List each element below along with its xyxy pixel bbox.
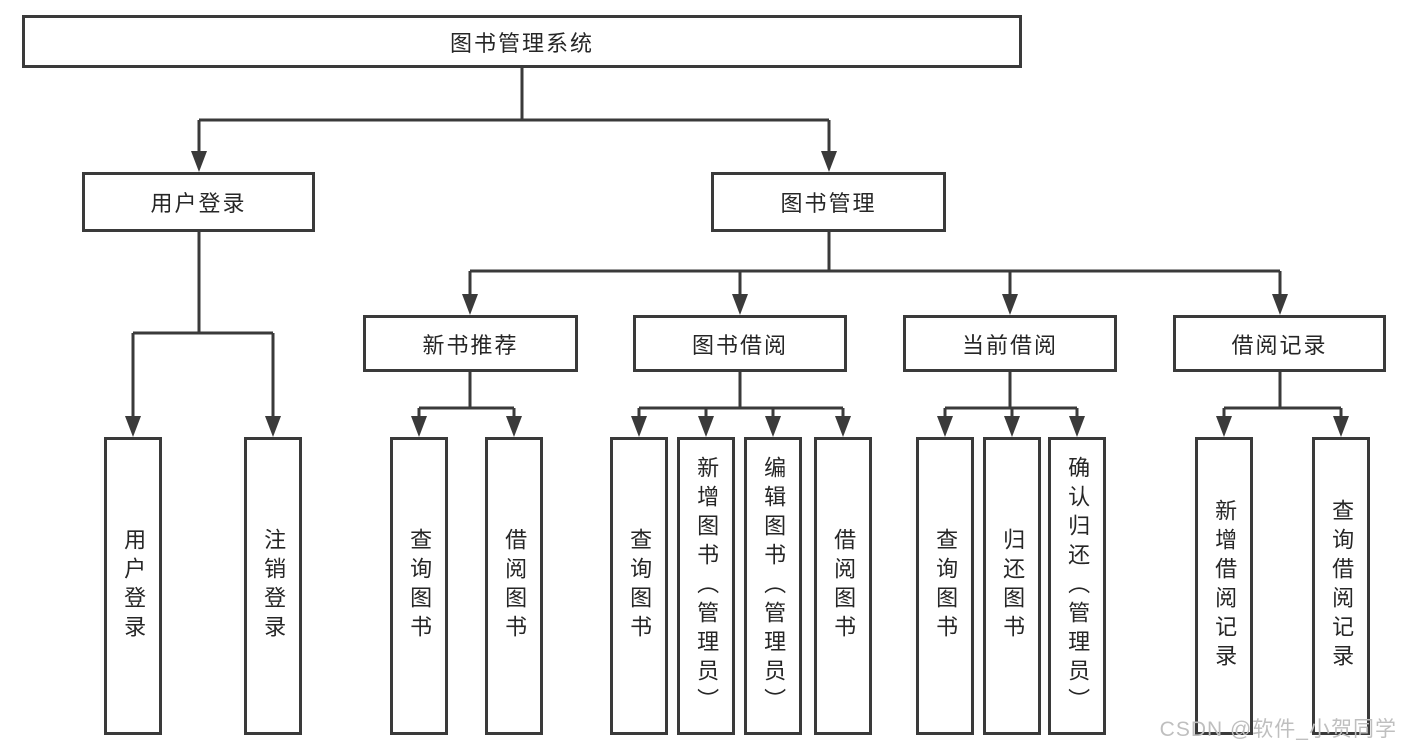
arrowheads-current-leaves [937, 416, 1085, 437]
node-root-system: 图书管理系统 [22, 15, 1022, 68]
leaf-return-books: 归还图书 [983, 437, 1041, 735]
node-root-label: 图书管理系统 [449, 30, 594, 56]
leaf-logout: 注销登录 [244, 437, 302, 735]
leaf-query-books-recommend: 查询图书 [390, 437, 448, 735]
node-borrow-records-label: 借阅记录 [1231, 332, 1328, 358]
leaf-user-login: 用户登录 [104, 437, 162, 735]
connector-bookmgmt-to-level3 [468, 232, 1282, 301]
node-borrow-records: 借阅记录 [1173, 315, 1386, 372]
leaf-return-books-label: 归还图书 [1000, 528, 1026, 644]
arrowheads-level3 [462, 294, 1288, 315]
node-new-book-recommend-label: 新书推荐 [422, 332, 519, 358]
csdn-watermark: CSDN @软件_小贺同学 [1159, 718, 1397, 741]
leaf-query-books-borrow-label: 查询图书 [627, 528, 653, 644]
leaf-edit-books-admin-label: 编辑图书（管理员） [761, 455, 787, 717]
connector-root-to-level2 [197, 68, 831, 158]
leaf-query-books-borrow: 查询图书 [610, 437, 668, 735]
connector-newbooks-to-leaves [417, 372, 516, 424]
node-book-management: 图书管理 [711, 172, 946, 232]
arrowheads-newbooks-leaves [411, 416, 522, 437]
leaf-borrow-books-recommend: 借阅图书 [485, 437, 543, 735]
arrowheads-records-leaves [1216, 416, 1349, 437]
leaf-query-borrow-record-label: 查询借阅记录 [1329, 499, 1355, 673]
node-user-login: 用户登录 [82, 172, 315, 232]
leaf-add-borrow-record-label: 新增借阅记录 [1212, 499, 1238, 673]
node-new-book-recommend: 新书推荐 [363, 315, 578, 372]
leaf-borrow-books-recommend-label: 借阅图书 [502, 528, 528, 644]
leaf-query-books-current-label: 查询图书 [933, 528, 959, 644]
leaf-query-books-recommend-label: 查询图书 [407, 528, 433, 644]
node-user-login-label: 用户登录 [150, 191, 247, 216]
leaf-confirm-return-admin: 确认归还（管理员） [1048, 437, 1106, 735]
leaf-add-borrow-record: 新增借阅记录 [1195, 437, 1253, 735]
leaf-borrow-books: 借阅图书 [814, 437, 872, 735]
node-book-borrow: 图书借阅 [633, 315, 847, 372]
leaf-edit-books-admin: 编辑图书（管理员） [744, 437, 802, 735]
arrowheads-level2 [191, 151, 837, 172]
leaf-add-books-admin: 新增图书（管理员） [677, 437, 735, 735]
node-book-management-label: 图书管理 [780, 191, 877, 216]
leaf-logout-label: 注销登录 [261, 528, 287, 644]
leaf-query-books-current: 查询图书 [916, 437, 974, 735]
connector-borrow-to-leaves [637, 372, 845, 424]
leaf-borrow-books-label: 借阅图书 [831, 528, 857, 644]
arrowheads-userlogin-leaves [125, 416, 281, 437]
node-book-borrow-label: 图书借阅 [691, 332, 788, 358]
connector-records-to-leaves [1222, 372, 1343, 424]
arrowheads-borrow-leaves [631, 416, 851, 437]
node-current-borrow-label: 当前借阅 [961, 332, 1058, 358]
leaf-add-books-admin-label: 新增图书（管理员） [694, 455, 720, 717]
connector-userlogin-to-leaves [131, 232, 275, 423]
leaf-confirm-return-admin-label: 确认归还（管理员） [1065, 455, 1091, 717]
leaf-query-borrow-record: 查询借阅记录 [1312, 437, 1370, 735]
leaf-user-login-label: 用户登录 [121, 528, 147, 644]
node-current-borrow: 当前借阅 [903, 315, 1117, 372]
